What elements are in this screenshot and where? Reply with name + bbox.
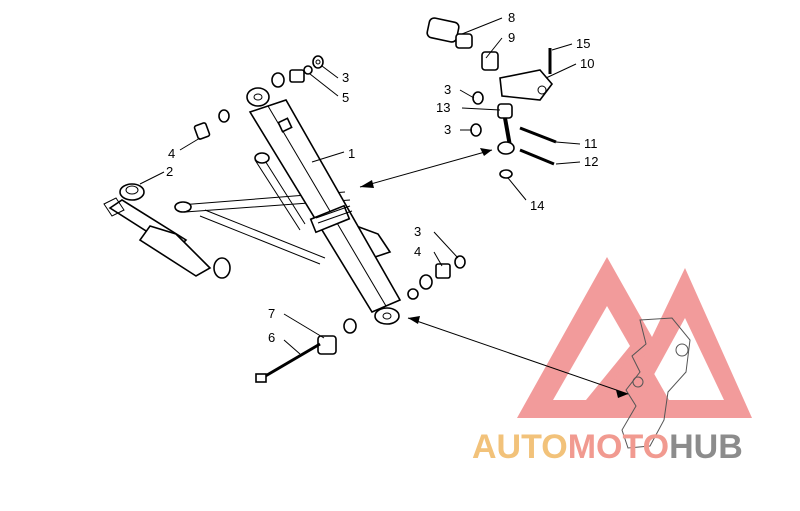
callout-1: 1 <box>348 146 355 161</box>
callout-3-link-mid: 3 <box>444 122 451 137</box>
lower-hardware <box>255 255 466 383</box>
callout-15: 15 <box>576 36 590 51</box>
callout-7: 7 <box>268 306 275 321</box>
watermark-moto: MOTO <box>568 428 669 466</box>
callout-12: 12 <box>584 154 598 169</box>
assembly-arrows <box>359 148 629 398</box>
callout-11: 11 <box>584 136 598 151</box>
callout-10: 10 <box>580 56 594 71</box>
linkage-assembly <box>426 17 557 179</box>
watermark-triangle-inner <box>553 306 630 400</box>
callout-3-upper-left: 3 <box>342 70 349 85</box>
watermark-triangle-inner-right <box>640 318 724 400</box>
watermark-hub: HUB <box>669 428 743 466</box>
callout-9: 9 <box>508 30 515 45</box>
callout-13: 13 <box>436 100 450 115</box>
callout-14: 14 <box>530 198 544 213</box>
callout-4-left: 4 <box>168 146 175 161</box>
callout-3-link-top: 3 <box>444 82 451 97</box>
watermark-triangle-center <box>603 342 669 400</box>
callout-4-lower-right: 4 <box>414 244 421 259</box>
callout-8: 8 <box>508 10 515 25</box>
watermark-auto: AUTO <box>472 428 568 466</box>
leader-lines <box>139 17 581 355</box>
callout-2: 2 <box>166 164 173 179</box>
shock-absorber <box>246 87 402 325</box>
callouts: 1 2 3 3 3 3 4 4 5 6 7 8 9 10 11 12 13 14… <box>166 10 598 345</box>
watermark-logo <box>517 257 752 418</box>
callout-3-lower-right: 3 <box>414 224 421 239</box>
frame-bracket-ghost <box>621 317 691 449</box>
upper-hardware <box>193 55 324 140</box>
watermark-text: AUTOMOTOHUB <box>472 428 743 466</box>
shock-reservoir <box>103 183 231 279</box>
svg-text:AUTOMOTOHUB: AUTOMOTOHUB <box>472 428 743 466</box>
callout-6: 6 <box>268 330 275 345</box>
callout-5: 5 <box>342 90 349 105</box>
